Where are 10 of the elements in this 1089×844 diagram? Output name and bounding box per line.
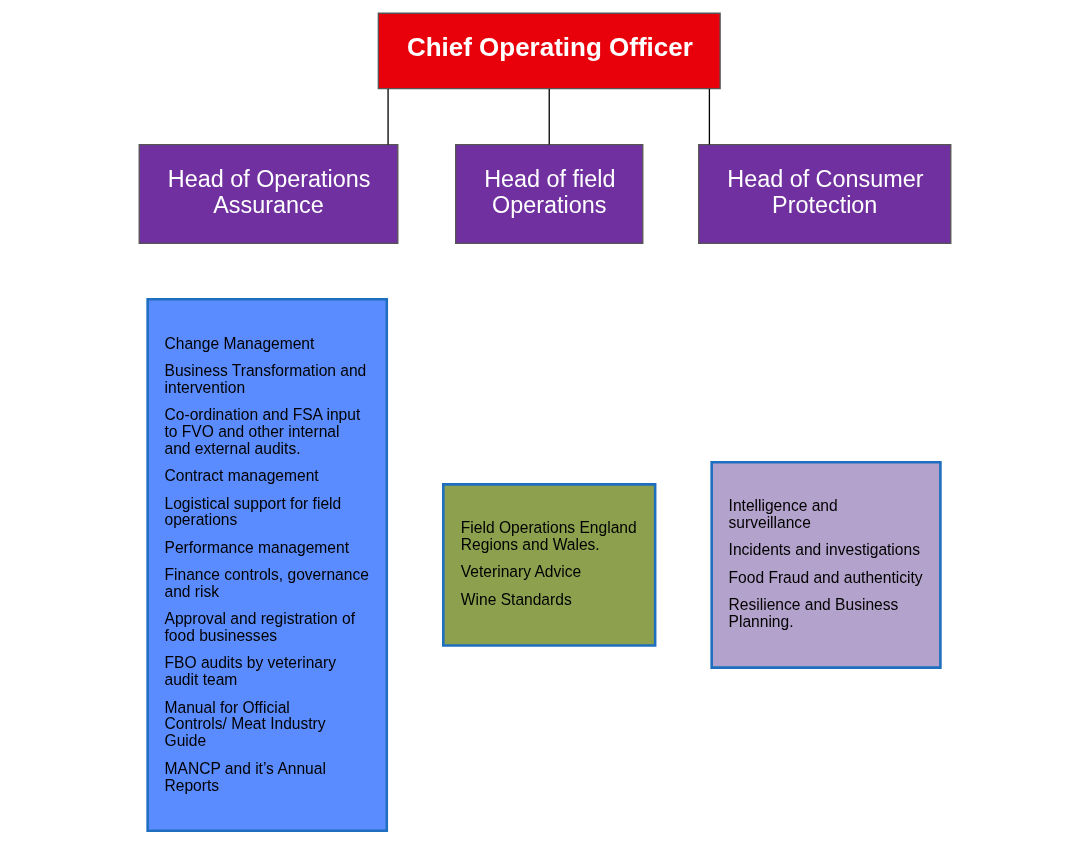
node-box: Head of Consumer Protection [697, 143, 951, 244]
node-box: Intelligence and surveillance Incidents and investigations Food Fraud and authenticity Resilience and Business Planning. [709, 461, 942, 669]
connector [708, 88, 710, 146]
connector [548, 88, 550, 146]
node-box: Head of Operations Assurance [138, 143, 398, 244]
node-box: Head of field Operations [454, 143, 643, 244]
connector [386, 88, 389, 146]
node-box: Chief Operating Officer [377, 12, 721, 90]
node-box: Change Management Business Transformation and intervention Co-ordination and FSA input to FVO and other internal and external audits. Contract management Logistical support for field operations Performance management Finance controls, governance and risk Approval and registration of food businesses FBO audits by veterinary audit team Manual for Official Controls/ Meat Industry Guide MANCP and it’s Annual Reports [145, 297, 388, 833]
node-box: Field Operations England Regions and Wales. Veterinary Advice Wine Standards [441, 483, 656, 647]
